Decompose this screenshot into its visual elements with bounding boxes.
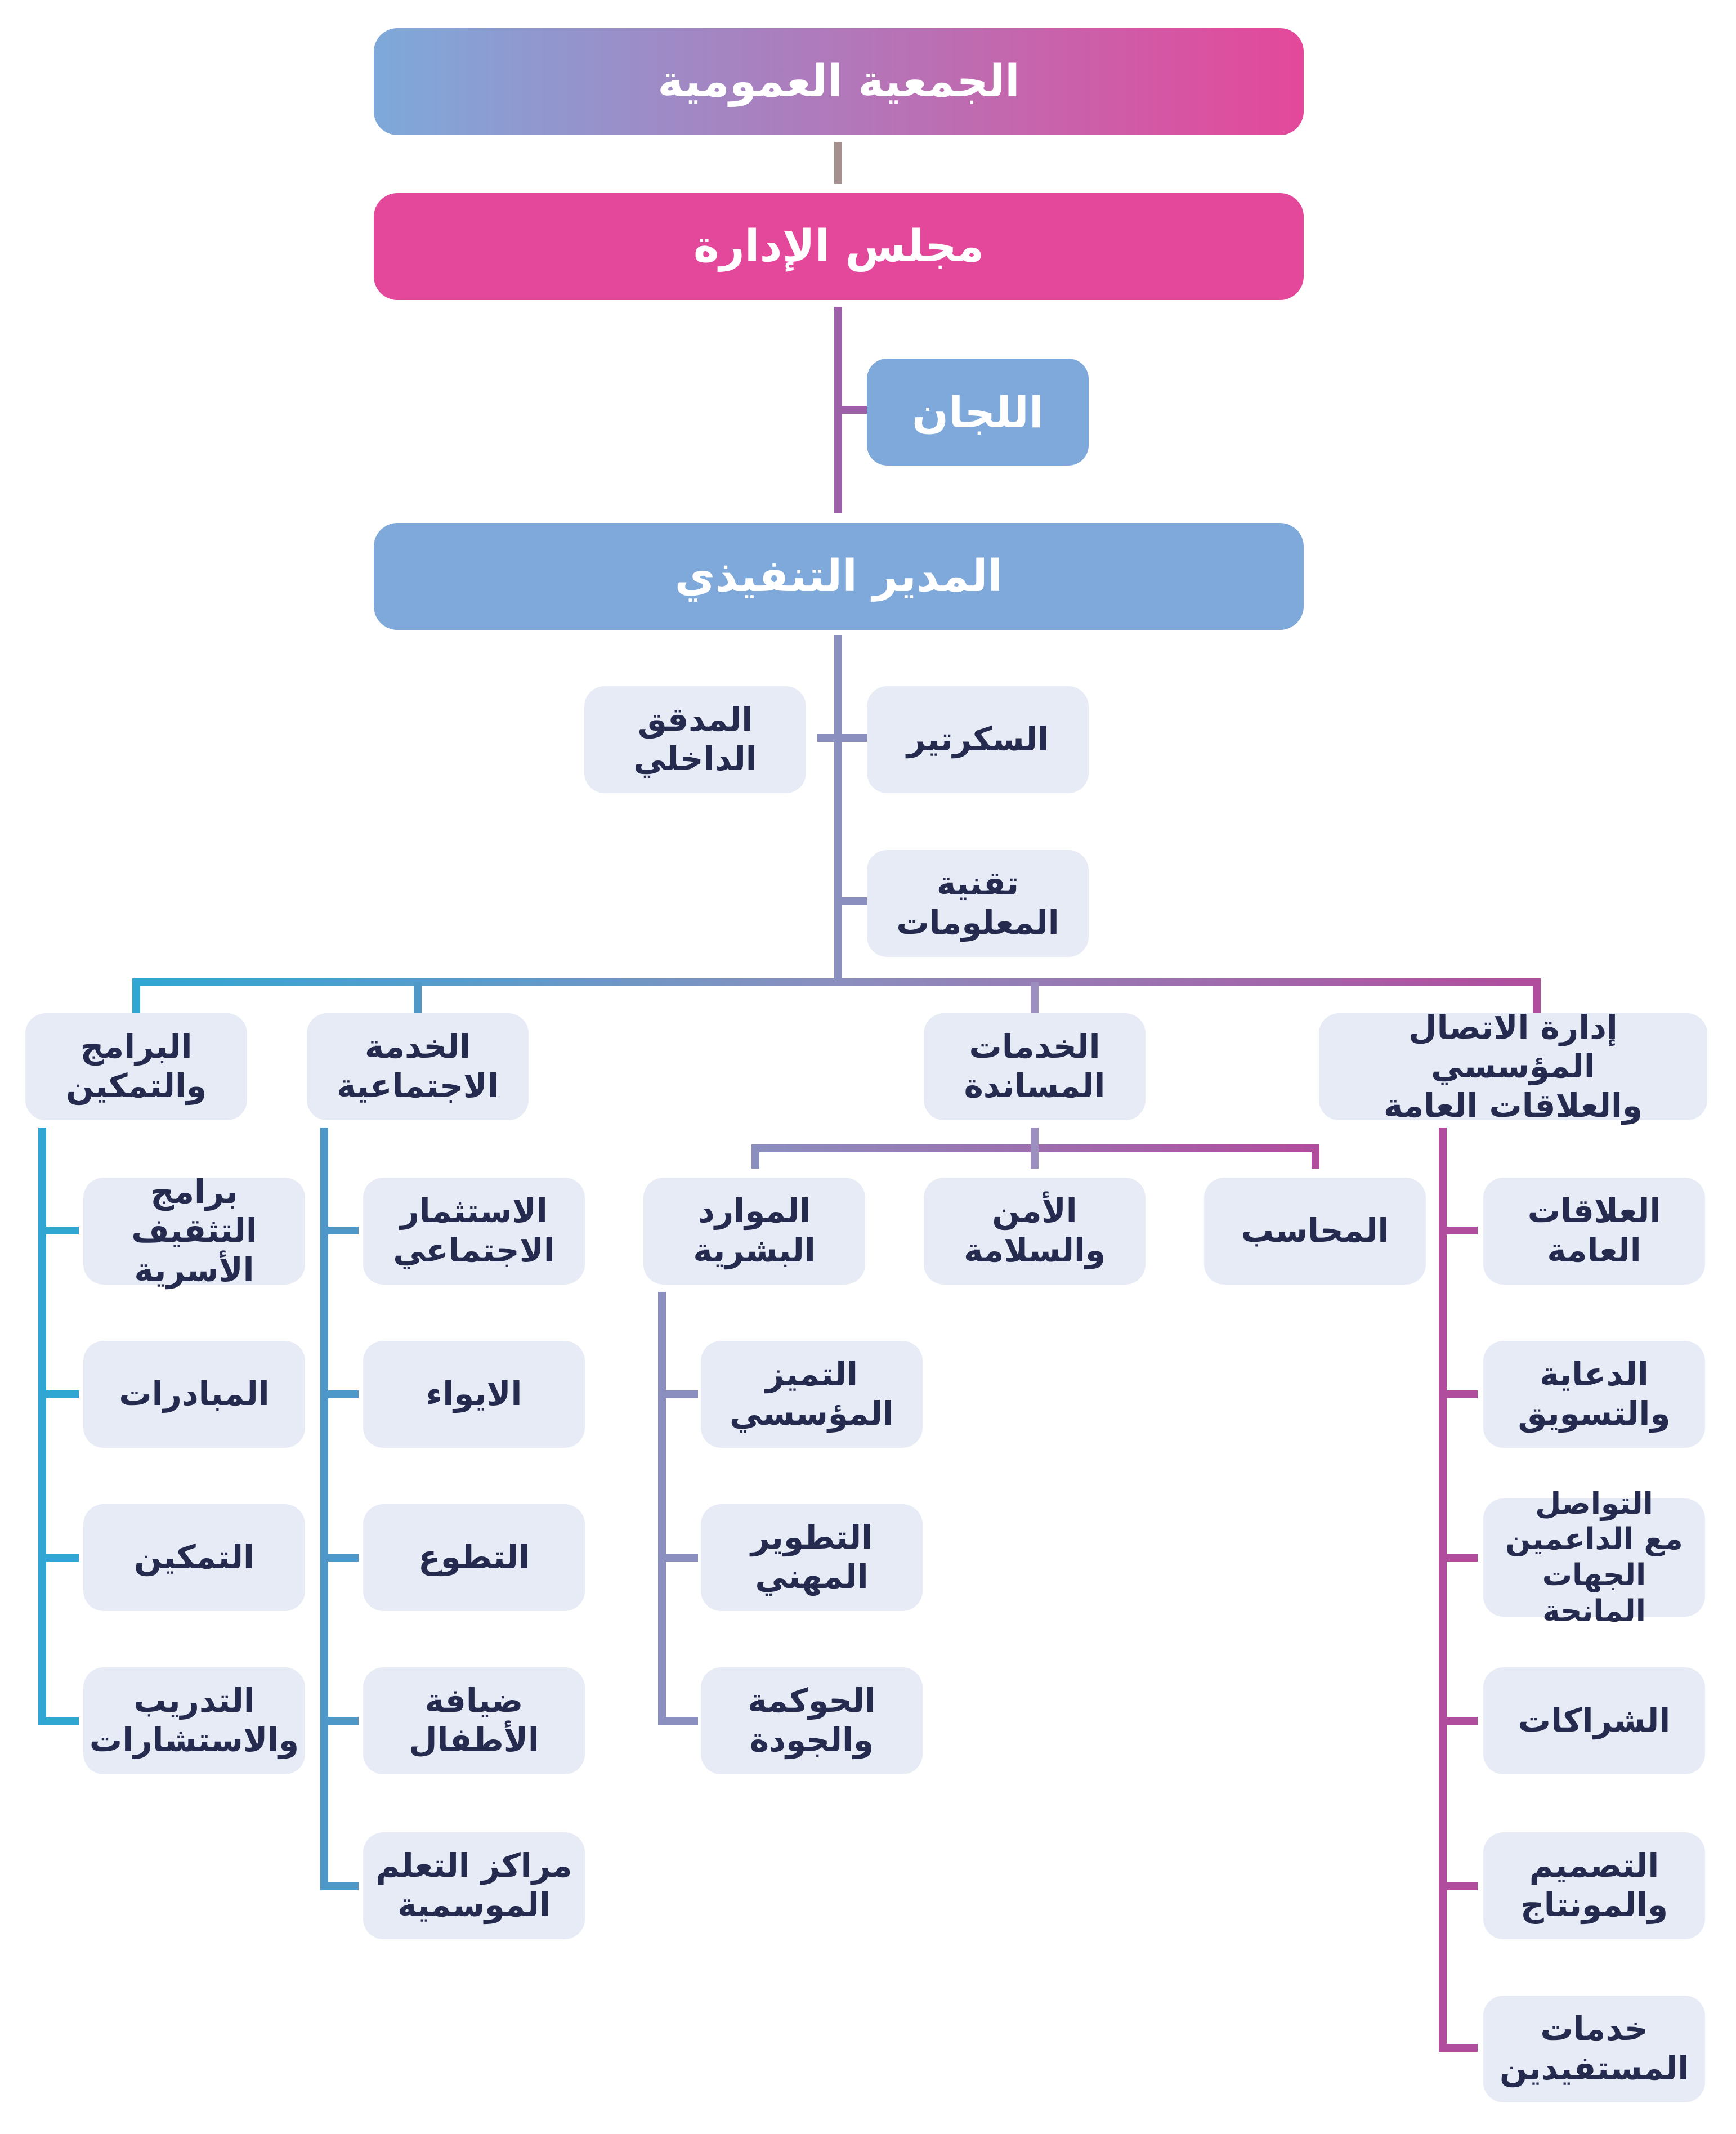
board-box: مجلس الإدارة xyxy=(374,193,1304,300)
communication-item-beneficiaries: خدمات المستفيدين xyxy=(1483,1996,1705,2102)
programs-ticks xyxy=(42,1227,79,1562)
social-item-volunteering: التطوع xyxy=(363,1504,585,1611)
programs-branch xyxy=(38,1128,79,1725)
support-services-box: الخدمات المساندة xyxy=(924,1013,1146,1120)
department-bus xyxy=(132,978,1541,1013)
hr-item-governance: الحوكمة والجودة xyxy=(701,1667,923,1774)
communication-item-donors: التواصل مع الداعمين الجهات المانحة xyxy=(1483,1487,1705,1629)
programs-item-family-education: برامج التثقيف الأسرية xyxy=(83,1173,305,1289)
social-item-shelter: الايواء xyxy=(363,1341,585,1448)
programs-item-empowerment: التمكين xyxy=(83,1504,305,1611)
general-assembly-bg xyxy=(374,28,1304,135)
accountant-box: المحاسب xyxy=(1204,1178,1426,1285)
social-service-box: الخدمة الاجتماعية xyxy=(307,1013,529,1120)
social-branch xyxy=(320,1128,359,1890)
hr-ticks xyxy=(662,1390,698,1562)
communication-item-public-relations: العلاقات العامة xyxy=(1483,1178,1705,1285)
social-item-investment: الاستثمار الاجتماعي xyxy=(363,1178,585,1285)
communication-branch xyxy=(1439,1128,1478,2052)
secretary-box: السكرتير xyxy=(867,686,1089,793)
communication-item-design: التصميم والمونتاج xyxy=(1483,1832,1705,1939)
communication-item-partnerships: الشراكات xyxy=(1483,1667,1705,1774)
hr-branch xyxy=(658,1292,698,1725)
programs-item-training: التدريب والاستشارات xyxy=(83,1667,305,1774)
hr-item-professional-development: التطوير المهني xyxy=(701,1504,923,1611)
social-ticks xyxy=(324,1227,359,1725)
communication-item-marketing: الدعاية والتسويق xyxy=(1483,1341,1705,1448)
programs-item-initiatives: المبادرات xyxy=(83,1341,305,1448)
hr-box: الموارد البشرية xyxy=(643,1178,865,1285)
hr-item-excellence: التميز المؤسسي xyxy=(701,1341,923,1448)
communication-ticks xyxy=(1443,1227,1478,1890)
social-item-childcare: ضيافة الأطفال xyxy=(363,1667,585,1774)
executive-director-box: المدير التنفيذي xyxy=(374,523,1304,630)
programs-box: البرامج والتمكين xyxy=(25,1013,247,1120)
security-box: الأمن والسلامة xyxy=(924,1178,1146,1285)
it-box: تقنية المعلومات xyxy=(867,850,1089,957)
connector-lines xyxy=(38,142,1541,2052)
communication-dept-box: إدارة الاتصال المؤسسي والعلاقات العامة xyxy=(1319,1008,1707,1125)
general-assembly-box: الجمعية العمومية xyxy=(657,56,1020,107)
committees-box: اللجان xyxy=(867,359,1089,466)
social-item-learning-centers: مراكز التعلم الموسمية xyxy=(363,1832,585,1939)
internal-auditor-box: المدقق الداخلي xyxy=(584,686,806,793)
